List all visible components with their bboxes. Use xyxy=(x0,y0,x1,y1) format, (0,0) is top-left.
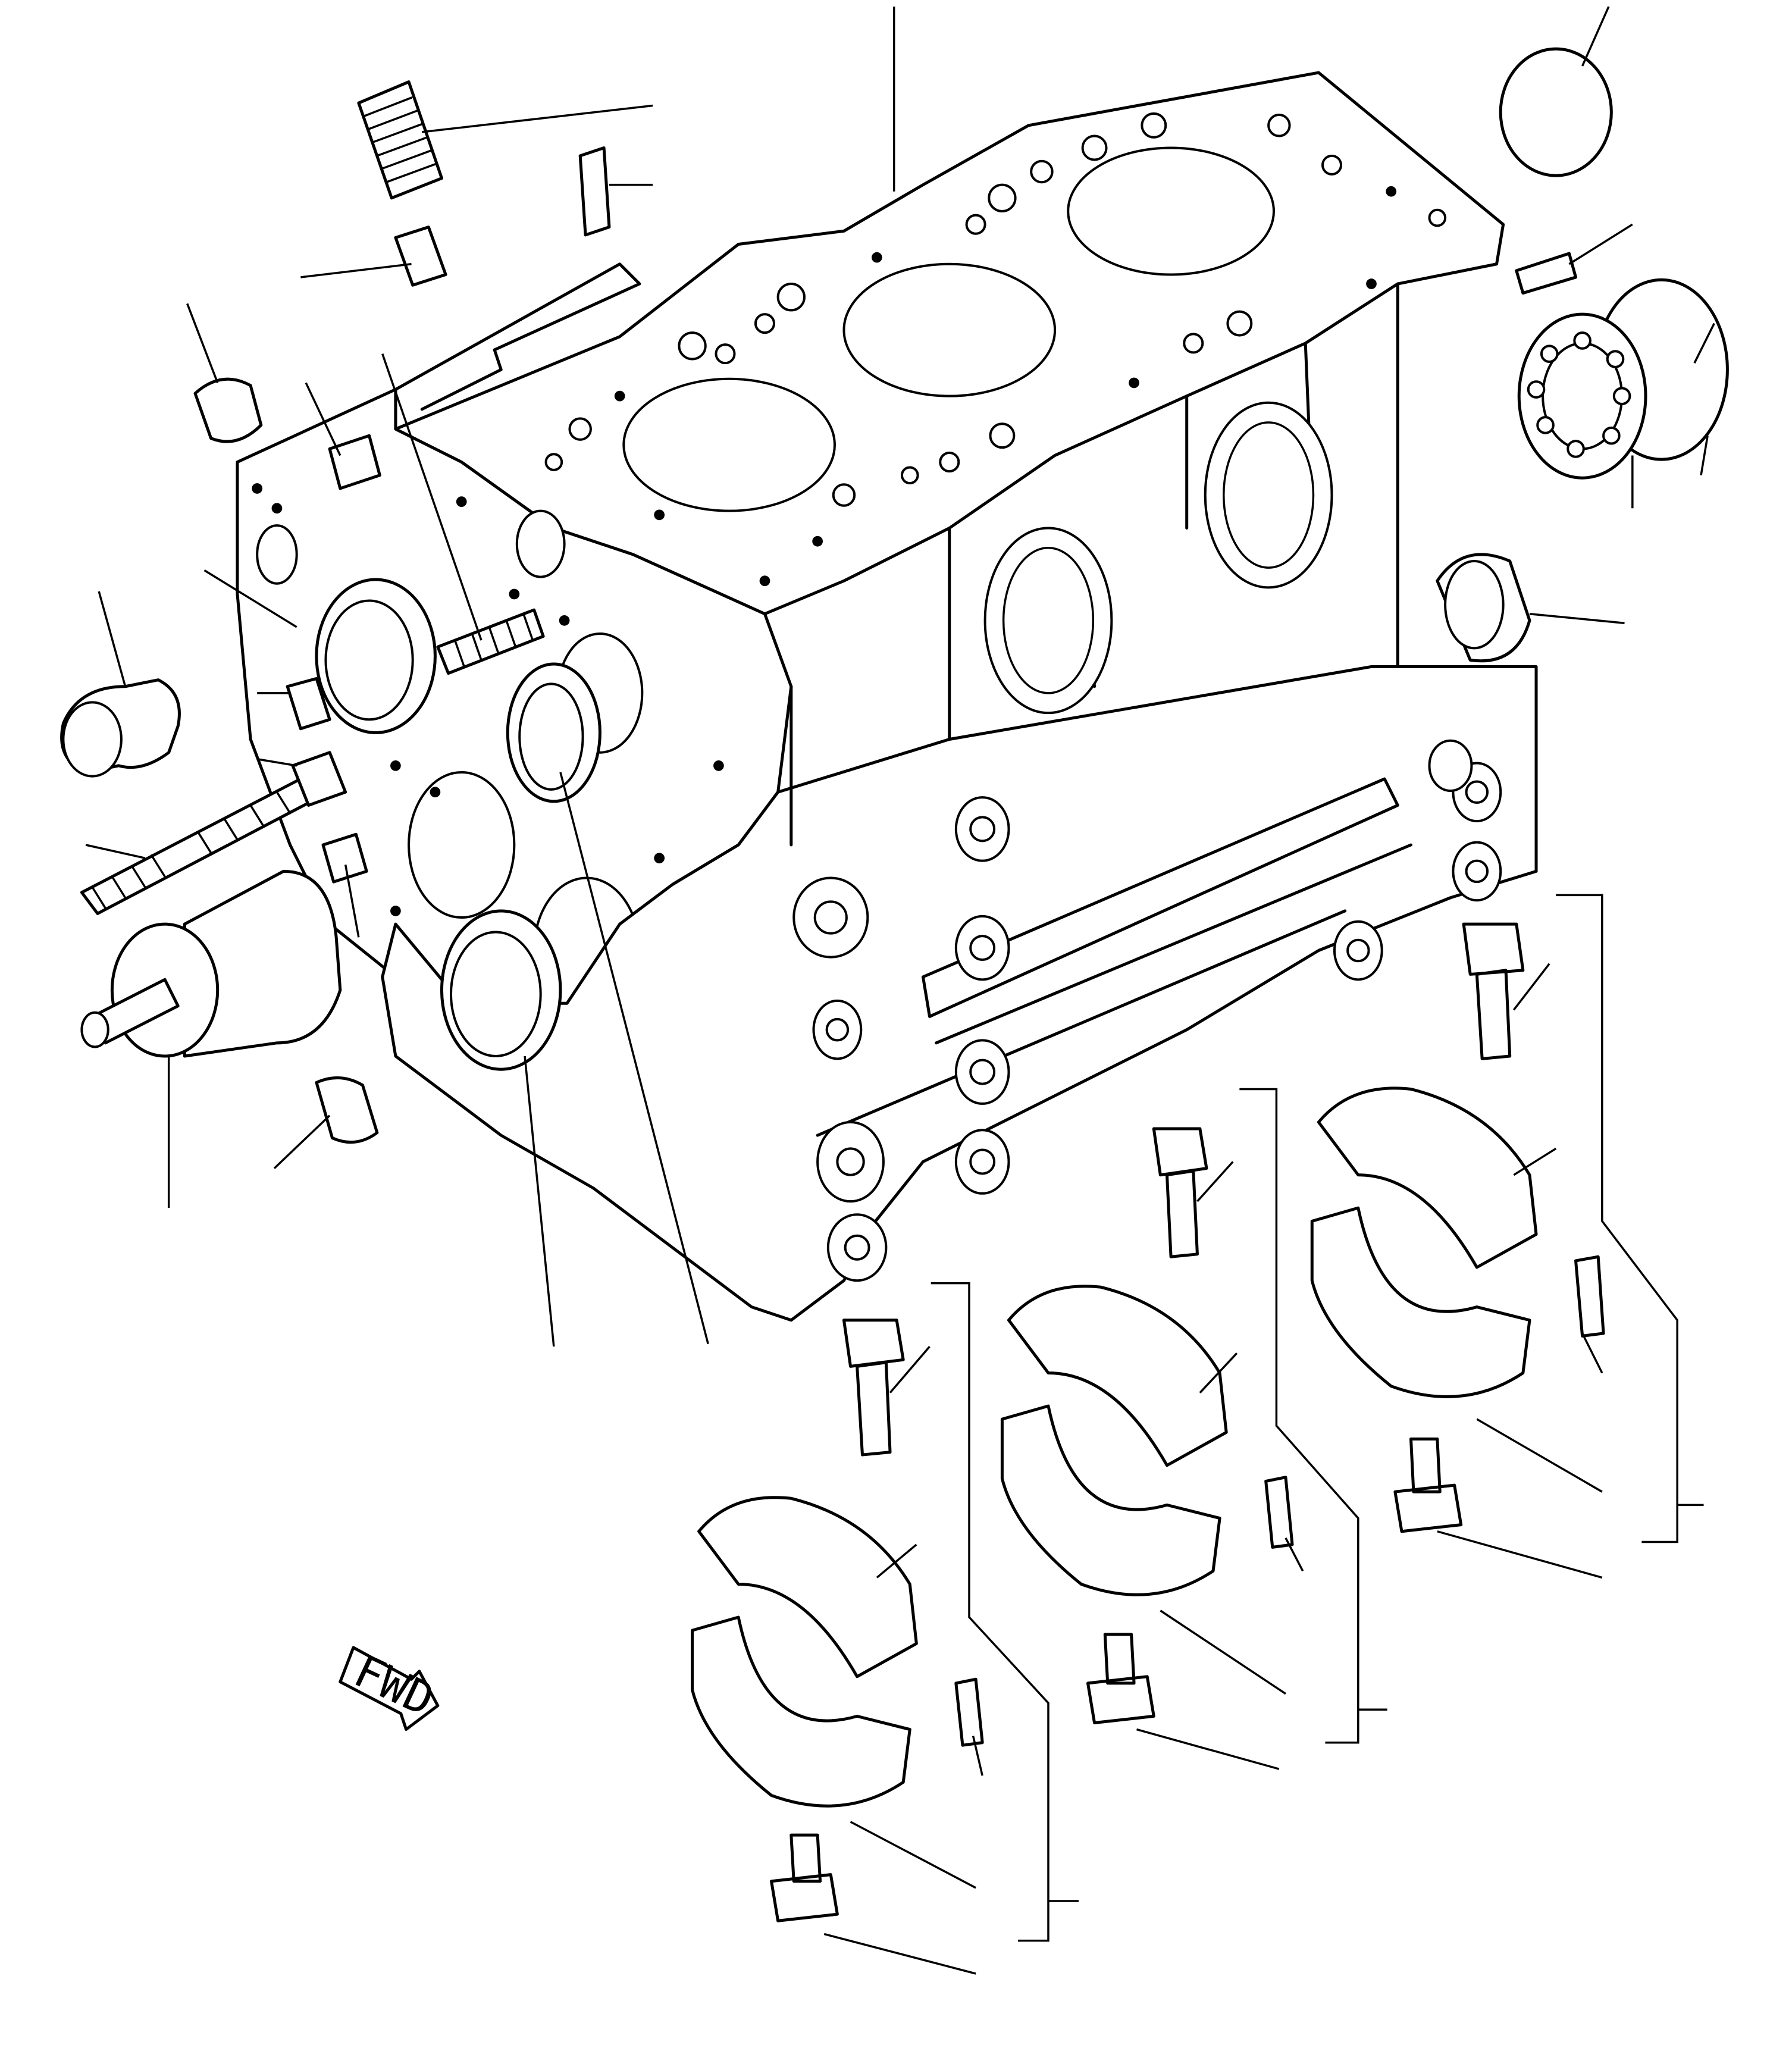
bush-small xyxy=(317,1078,377,1142)
bearing-cap-set-3 xyxy=(1312,924,1603,1532)
bolt-head-left xyxy=(293,753,346,806)
forward-arrow-icon: FWD xyxy=(340,1645,442,1729)
cap-bolt-3a xyxy=(1464,924,1523,1059)
dowel-pin-right xyxy=(1517,253,1576,293)
ball-bearing xyxy=(1519,280,1727,478)
dowel-pin-top xyxy=(580,148,609,235)
leader-lines xyxy=(86,7,1714,1974)
bearing-cap-set-2 xyxy=(1002,1129,1292,1723)
cylinder-bore-1 xyxy=(624,379,835,511)
cap-bolt-3b xyxy=(1395,1439,1461,1531)
lower-bearing-cap-3 xyxy=(1312,1208,1530,1396)
dowel-3 xyxy=(1576,1257,1604,1336)
side-opening-2 xyxy=(1205,403,1332,588)
cap-plug-top-right xyxy=(1500,49,1611,176)
lower-bearing-cap-2 xyxy=(1002,1406,1220,1595)
lower-bearing-cap-1 xyxy=(693,1617,910,1806)
upper-left-parts xyxy=(195,82,609,674)
dowel-2 xyxy=(1266,1477,1292,1548)
cap-bolt-1b xyxy=(772,1835,838,1921)
cap-bolt-2a xyxy=(1154,1129,1207,1257)
cylinder-block xyxy=(237,73,1536,1320)
spring-pin-left xyxy=(323,834,366,882)
bearing-cap-set-1 xyxy=(693,1320,983,1921)
crankcase-bosses xyxy=(794,741,1500,1280)
dowel-1 xyxy=(956,1679,982,1745)
left-parts xyxy=(62,678,377,1142)
block-web-lines xyxy=(791,284,1398,845)
upper-bearing-shell-3 xyxy=(1318,1088,1536,1267)
cap-bolt-1a xyxy=(844,1320,903,1455)
cylinder-bore-2 xyxy=(844,264,1055,396)
dowel-pin-small xyxy=(396,227,446,286)
plug-left xyxy=(195,379,261,441)
pin-left xyxy=(287,678,330,728)
idler-gear-body xyxy=(184,871,340,1056)
cap-bolt-2b xyxy=(1088,1634,1154,1723)
upper-bearing-shell-1 xyxy=(699,1498,917,1677)
deck-holes xyxy=(546,114,1446,587)
right-parts xyxy=(1437,49,1728,661)
stud-top xyxy=(359,82,442,198)
pin-left-face xyxy=(330,436,380,488)
upper-bearing-shell-2 xyxy=(1008,1286,1226,1465)
stud-middle xyxy=(438,610,543,674)
side-opening-1 xyxy=(985,528,1112,713)
cylinder-bore-3 xyxy=(1068,148,1274,275)
crankcase-rail xyxy=(817,779,1411,1135)
